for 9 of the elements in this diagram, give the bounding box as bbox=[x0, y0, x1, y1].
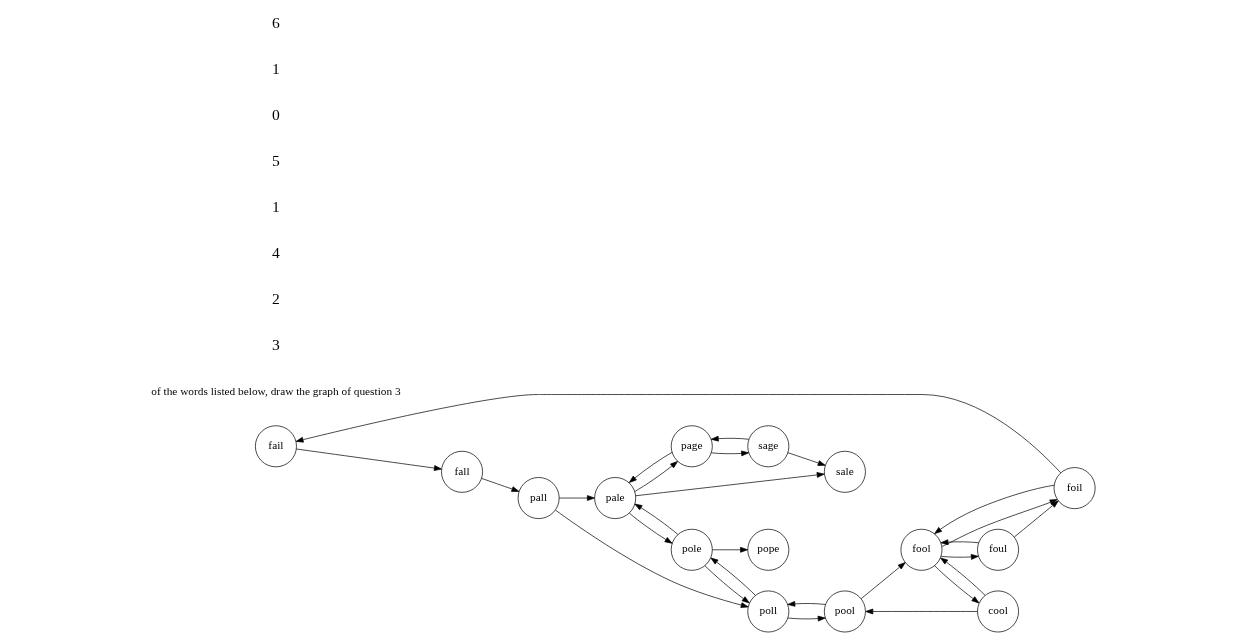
label: 0 bbox=[272, 105, 280, 123]
label: 1 bbox=[272, 59, 280, 77]
label: of the words listed below, draw the graph of question 3 bbox=[151, 385, 401, 398]
label: 2 bbox=[272, 290, 280, 308]
label: 6 bbox=[272, 13, 280, 31]
label: 3 bbox=[272, 336, 280, 354]
label: 5 bbox=[272, 151, 280, 169]
label: 1 bbox=[272, 198, 280, 216]
label: 4 bbox=[272, 244, 280, 262]
